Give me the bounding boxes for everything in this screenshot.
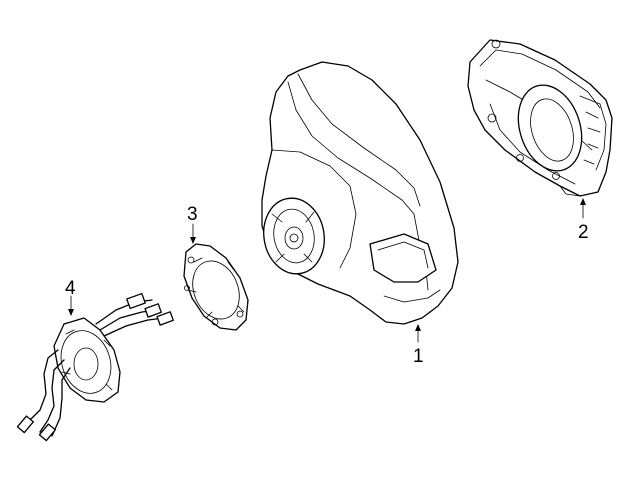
arrowhead-1: [415, 324, 421, 331]
clock-spring: [16, 292, 174, 442]
airbag-module: [467, 39, 613, 197]
ring-cover: [183, 243, 249, 331]
callout-4: 4: [65, 278, 76, 299]
arrowhead-2: [580, 198, 586, 205]
callout-2: 2: [578, 222, 589, 243]
leader-lines: [68, 198, 586, 343]
steering-wheel: [261, 61, 459, 325]
arrowhead-3: [190, 237, 196, 244]
callout-3: 3: [187, 204, 198, 225]
callout-1: 1: [413, 346, 424, 367]
arrowhead-4: [68, 309, 74, 316]
